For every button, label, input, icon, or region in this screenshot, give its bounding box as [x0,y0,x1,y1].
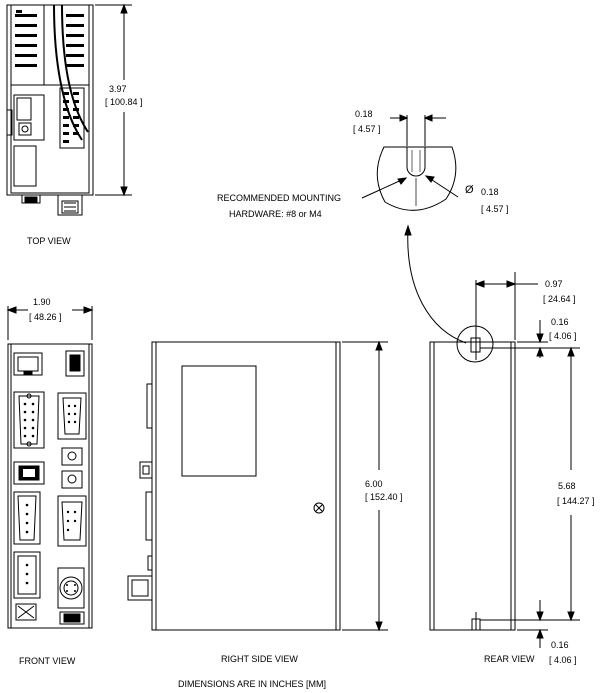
right-side-view-label: RIGHT SIDE VIEW [221,654,298,664]
rear-top-mm: [ 4.06 ] [549,331,577,341]
side-height-mm: [ 152.40 ] [365,492,403,502]
mounting-detail-drawing [361,114,467,344]
slot-width-mm: [ 4.57 ] [353,124,381,134]
rear-bottom-mm: [ 4.06 ] [549,655,577,665]
hole-diameter-symbol: Ø [465,184,474,196]
rear-span-mm: [ 144.27 ] [557,496,595,506]
rear-view-drawing [429,280,516,631]
hole-diameter-mm: [ 4.57 ] [481,204,509,214]
front-view-label: FRONT VIEW [19,656,76,666]
slot-width-in: 0.18 [355,109,373,119]
top-height-in: 3.97 [109,84,127,94]
side-height-dimension [342,340,388,632]
front-width-mm: [ 48.26 ] [29,312,62,322]
side-height-in: 6.00 [365,479,383,489]
rear-span-in: 5.68 [558,481,576,491]
top-view-label: TOP VIEW [27,236,71,246]
rear-offset-in: 0.97 [545,279,563,289]
front-view-drawing [7,343,93,629]
mounting-note-line1: RECOMMENDED MOUNTING [217,193,341,203]
top-height-mm: [ 100.84 ] [105,97,143,107]
units-note: DIMENSIONS ARE IN INCHES [MM] [178,679,327,689]
hole-diameter-in: 0.18 [481,187,499,197]
mounting-note-line2: HARDWARE: #8 or M4 [229,209,322,219]
rear-dimensions [474,272,580,648]
top-height-dimension [95,3,132,197]
front-width-dimension [6,306,94,340]
rear-offset-mm: [ 24.64 ] [543,294,576,304]
rear-bottom-in: 0.16 [551,640,569,650]
rear-view-label: REAR VIEW [484,654,535,664]
top-view-drawing [6,4,94,216]
right-side-view-drawing [127,341,341,631]
rear-top-in: 0.16 [551,317,569,327]
front-width-in: 1.90 [33,297,51,307]
